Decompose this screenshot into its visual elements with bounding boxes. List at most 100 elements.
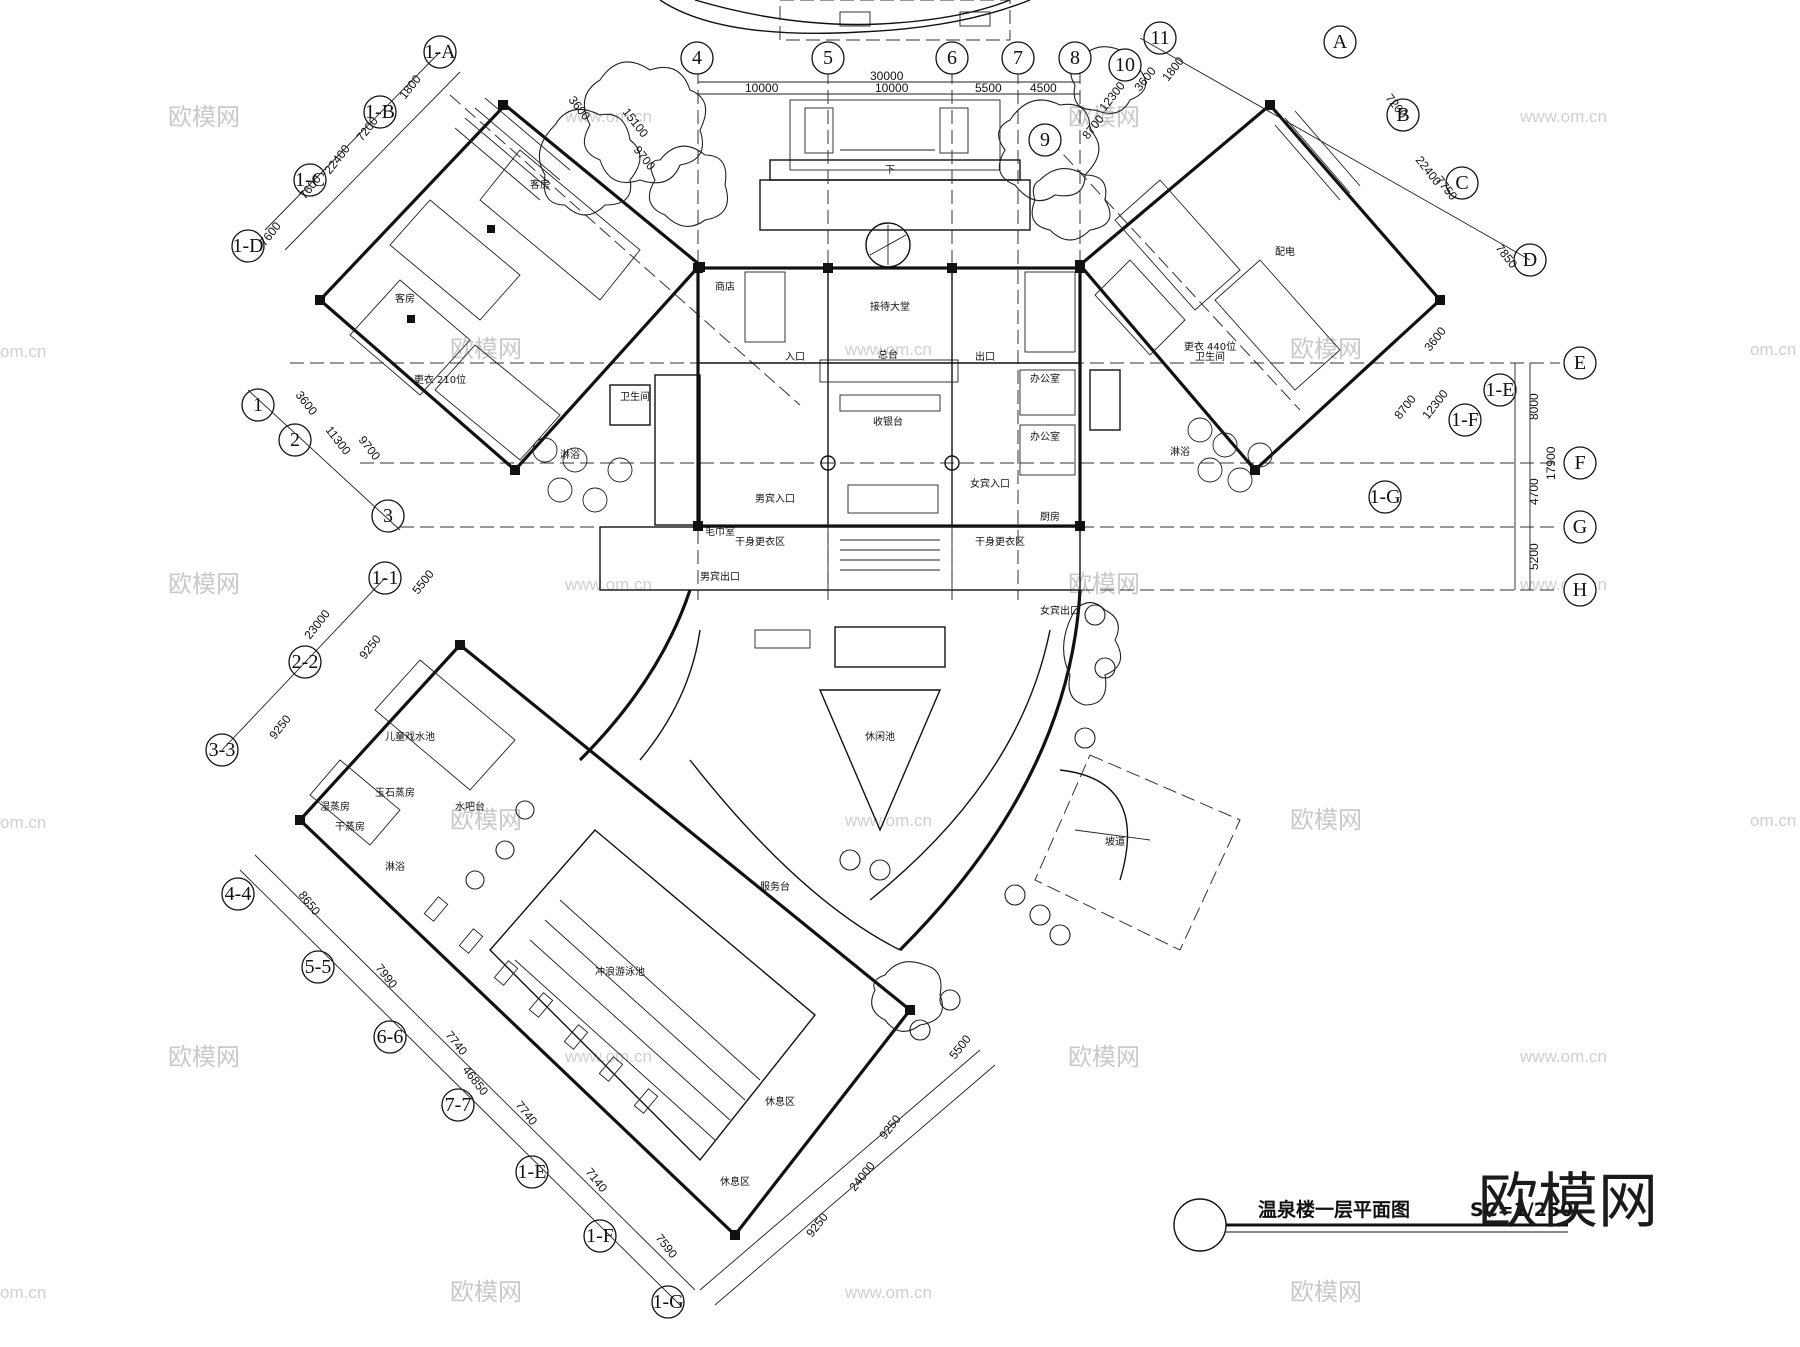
svg-text:1: 1	[253, 394, 263, 416]
label-stair-down: 下	[885, 165, 895, 176]
axis-bubble: F	[1563, 446, 1597, 480]
label-female-shoe-area: 干身更衣区	[975, 535, 1025, 548]
dim-upper-left: 22400	[321, 142, 353, 177]
axis-bubble: 1-F	[583, 1219, 617, 1253]
dim-top: 10000	[745, 81, 779, 95]
dim-lower-left: 5500	[409, 567, 437, 597]
svg-text:1-G: 1-G	[1369, 486, 1400, 508]
axis-bubble: E	[1563, 346, 1597, 380]
svg-text:9: 9	[1040, 129, 1050, 151]
watermark: 欧模网	[450, 806, 522, 834]
central-lobby: 接待大堂 总台 收银台 入口 出口 商店 男宾入口 女宾入口 办公室 办公室 厨…	[693, 263, 1085, 531]
axis-bubble: 1	[241, 388, 275, 422]
dim-right: 5200	[1527, 543, 1541, 570]
watermark-url: om.cn	[0, 1283, 46, 1302]
label-shop: 商店	[715, 280, 735, 293]
svg-text:1-A: 1-A	[424, 41, 456, 63]
watermark-url: www.om.cn	[1519, 1047, 1607, 1066]
svg-text:A: A	[1333, 31, 1348, 53]
svg-text:2: 2	[290, 429, 300, 451]
svg-text:5-5: 5-5	[305, 956, 332, 978]
label-water-bar: 水吧台	[455, 800, 485, 813]
label-toilet: 卫生间	[1195, 350, 1225, 363]
watermark: 欧模网	[1068, 1043, 1140, 1071]
label-female-entrance: 女宾入口	[970, 477, 1010, 490]
label-rest-area: 休息区	[765, 1095, 795, 1108]
label-wet-steam: 湿蒸房	[320, 800, 350, 813]
axis-bubble: B	[1386, 98, 1420, 132]
watermark-url: om.cn	[1750, 811, 1796, 830]
pool-wing: 冲浪游泳池 儿童戏水池 玉石蒸房 干蒸房 湿蒸房 淋浴 水吧台 服务台 休息区 …	[295, 640, 915, 1240]
dim-right: 17900	[1544, 446, 1558, 480]
dim-bottom-left: 8650	[296, 888, 324, 918]
watermark: 欧模网	[168, 1043, 240, 1071]
watermark: 欧模网	[1290, 806, 1362, 834]
label-shower: 淋浴	[385, 860, 405, 873]
svg-text:E: E	[1574, 352, 1586, 374]
label-front-desk: 总台	[878, 348, 898, 361]
axis-bubble: 8	[1058, 41, 1092, 75]
label-male-entrance: 男宾入口	[755, 492, 795, 505]
axis-bubble: A	[1323, 25, 1357, 59]
svg-text:1-G: 1-G	[652, 1291, 683, 1313]
label-cashier: 收银台	[873, 415, 903, 428]
label-men-locker: 更衣 210位	[414, 373, 466, 386]
label-towel-room: 毛巾室	[705, 525, 735, 538]
label-rest-area: 休息区	[720, 1175, 750, 1188]
drawing-title: 温泉楼一层平面图	[1258, 1198, 1410, 1221]
axis-bubbles: 1-A 1-B 1-C 1-D 1 2 3 4 5 6 7 8 9 10 11 …	[205, 21, 1597, 1319]
svg-text:1-F: 1-F	[586, 1225, 614, 1247]
watermark-url: www.om.cn	[1519, 107, 1607, 126]
axis-bubble: 3	[371, 499, 405, 533]
label-male-exit: 男宾出口	[700, 570, 740, 583]
svg-text:1-E: 1-E	[1486, 379, 1515, 401]
axis-bubble: 6	[935, 41, 969, 75]
watermark-url: www.om.cn	[844, 1283, 932, 1302]
watermark: 欧模网	[450, 1278, 522, 1306]
axis-bubble: 2	[278, 423, 312, 457]
axis-bubble: 4-4	[221, 877, 255, 911]
label-bath: 淋浴	[1170, 445, 1190, 458]
label-relax-pool: 休闲池	[865, 730, 895, 743]
label-exit: 出口	[975, 350, 995, 363]
dim-upper-right: 1800	[1159, 54, 1187, 84]
axis-bubble: 1-E	[1483, 373, 1517, 407]
svg-text:3: 3	[383, 505, 393, 527]
dim-right: 8000	[1527, 393, 1541, 420]
title-block: 温泉楼一层平面图 SC=1/250 欧模网	[1173, 1167, 1658, 1252]
svg-text:H: H	[1573, 579, 1587, 601]
svg-text:1-F: 1-F	[1451, 409, 1479, 431]
drawing-scale: SC=1/250	[1470, 1199, 1573, 1221]
curved-atrium: 休闲池	[578, 589, 1082, 952]
dim-bottom-right: 5500	[946, 1032, 974, 1062]
dim-left-mid: 3600	[293, 388, 321, 418]
svg-text:6: 6	[947, 47, 957, 69]
label-stone-steam: 玉石蒸房	[375, 786, 415, 799]
label-child-pool: 儿童戏水池	[385, 730, 435, 743]
top-dimensions: 30000 10000 10000 5500 4500	[698, 69, 1080, 95]
axis-bubble: 7-7	[441, 1088, 475, 1122]
left-locker-block: 更衣 210位 卫生间 淋浴	[414, 373, 701, 526]
dim-bottom-left: 7990	[373, 961, 401, 991]
dim-upper-left: 1800	[396, 72, 424, 102]
label-surf-pool: 冲浪游泳池	[595, 965, 645, 978]
svg-text:5: 5	[823, 47, 833, 69]
svg-text:1-D: 1-D	[232, 235, 263, 257]
axis-bubble: 4	[680, 41, 714, 75]
label-guest-room: 客房	[395, 292, 415, 305]
label-bath: 淋浴	[560, 448, 580, 461]
axis-bubble: 1-E	[515, 1155, 549, 1189]
watermark: 欧模网	[1290, 1278, 1362, 1306]
dim-lower-left: 23000	[301, 607, 333, 642]
watermark: 欧模网	[168, 570, 240, 598]
svg-text:4: 4	[692, 47, 702, 69]
label-service-desk: 服务台	[760, 880, 790, 893]
svg-text:10: 10	[1115, 54, 1135, 76]
dim-top: 10000	[875, 81, 909, 95]
axis-bubble: G	[1563, 510, 1597, 544]
label-female-exit: 女宾出口	[1040, 604, 1080, 617]
svg-text:F: F	[1574, 452, 1585, 474]
dim-top: 4500	[1030, 81, 1057, 95]
axis-bubble: 1-F	[1448, 403, 1482, 437]
